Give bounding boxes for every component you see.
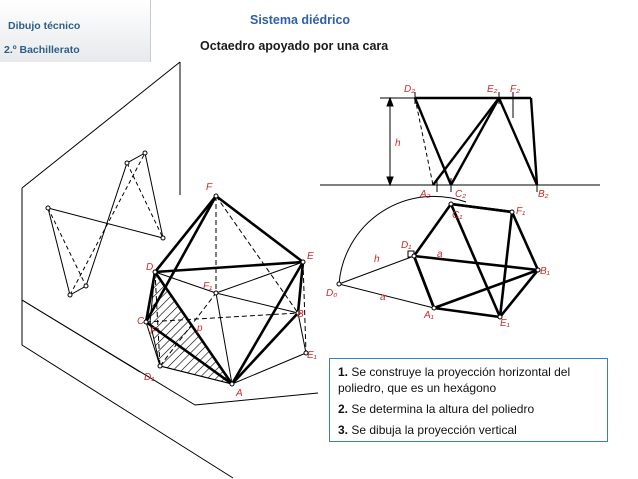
label-D0: D₀ <box>326 288 337 299</box>
label-a-1: a <box>437 249 443 260</box>
step-1: 1. Se construye la proyección horizontal… <box>338 364 607 396</box>
subject-label: Dibujo técnico <box>8 20 81 32</box>
label-E1: E₁ <box>500 318 510 329</box>
label-A: A <box>235 388 243 399</box>
step-3-number: 3. <box>338 423 349 437</box>
octahedron-visible-edges <box>144 194 305 386</box>
step-2: 2. Se determina la altura del poliedro <box>338 401 607 417</box>
label-E1-axon: E₁ <box>307 350 317 361</box>
course-label: 2.º Bachillerato <box>4 44 80 56</box>
label-p: p <box>196 323 203 334</box>
octahedron-vertex-markers <box>143 193 309 387</box>
axonometric-planes <box>21 61 319 479</box>
label-C1: C₁ <box>452 210 462 221</box>
label-C2: C₂ <box>455 189 466 200</box>
label-h-horizontal: h <box>374 254 380 265</box>
label-F2: F₂ <box>510 84 520 95</box>
page-title: Octaedro apoyado por una cara <box>200 39 389 53</box>
label-B2: B₂ <box>538 189 549 200</box>
label-E2: E₂ <box>487 84 498 95</box>
label-fp: F <box>150 326 157 337</box>
label-B1: B₁ <box>540 266 550 277</box>
step-3: 3. Se dibuja la proyección vertical <box>338 422 607 438</box>
octahedron-hidden-edges <box>145 195 307 367</box>
label-A2: A₂ <box>419 189 431 200</box>
label-D: D <box>146 262 153 273</box>
label-h-vertical: h <box>395 138 401 149</box>
step-3-text: Se dibuja la proyección vertical <box>351 423 517 437</box>
step-2-number: 2. <box>338 402 349 416</box>
step-1-text: Se construye la proyección horizontal de… <box>338 365 571 395</box>
vertical-plane-projection <box>45 150 166 298</box>
label-C: C <box>137 316 145 327</box>
label-D2: D₂ <box>404 84 415 95</box>
vertical-projection <box>320 92 600 192</box>
step-2-text: Se determina la altura del poliedro <box>351 402 535 416</box>
system-title: Sistema diédrico <box>250 13 351 27</box>
label-E: E <box>307 251 314 262</box>
octahedron-thin-edges <box>145 261 307 385</box>
label-F1: F₁ <box>516 206 525 217</box>
step-1-number: 1. <box>338 365 349 379</box>
header-left-panel <box>0 0 151 62</box>
label-D1: D₁ <box>401 240 411 251</box>
steps-box: 1. Se construye la proyección horizontal… <box>329 358 608 442</box>
label-B: B <box>297 309 304 320</box>
label-F: F <box>206 182 213 193</box>
label-F1-axon: F₁ <box>203 281 212 292</box>
horizontal-vertex-markers <box>336 201 541 320</box>
label-A1: A₁ <box>423 310 434 321</box>
label-D1-axon: D₁ <box>144 372 154 383</box>
label-a-2: a <box>380 292 386 303</box>
